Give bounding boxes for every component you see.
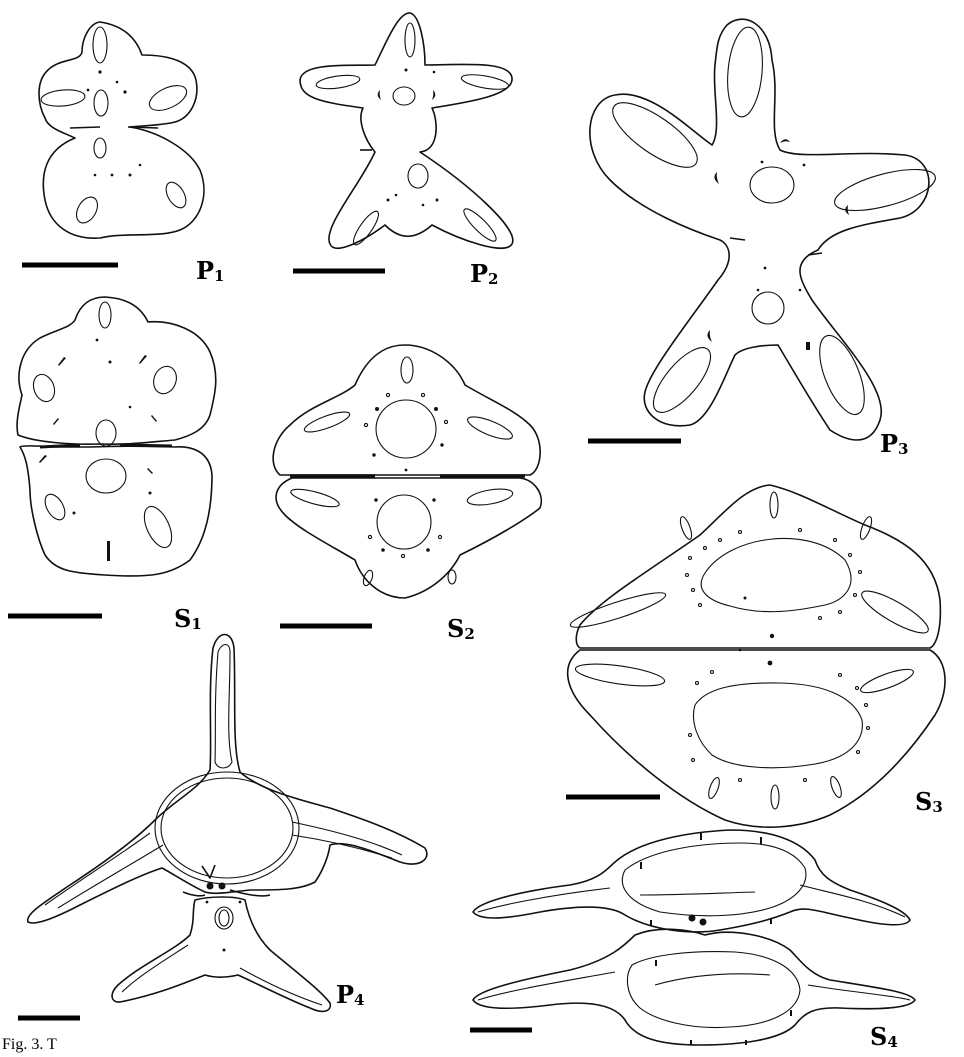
section-p1: P1 xyxy=(22,22,224,285)
section-p2: P2 xyxy=(293,13,513,288)
section-s1: S1 xyxy=(8,297,216,633)
section-s4: S4 xyxy=(470,830,915,1051)
section-p3: P3 xyxy=(588,19,939,458)
figure-label-s2: S2 xyxy=(447,614,475,643)
figure-label-s3: S3 xyxy=(915,787,943,816)
figure-label-p4: P4 xyxy=(336,980,364,1009)
section-s2: S2 xyxy=(273,345,541,643)
figure-label-s4: S4 xyxy=(870,1022,898,1051)
section-p4: P4 xyxy=(18,635,427,1019)
figure-label-p2: P2 xyxy=(470,259,498,288)
figure-label-p1: P1 xyxy=(196,256,224,285)
figure-label-p3: P3 xyxy=(880,429,908,458)
figure-caption: Fig. 3. T xyxy=(2,1036,57,1054)
section-s3: S3 xyxy=(566,485,945,827)
figure-label-s1: S1 xyxy=(174,604,202,633)
